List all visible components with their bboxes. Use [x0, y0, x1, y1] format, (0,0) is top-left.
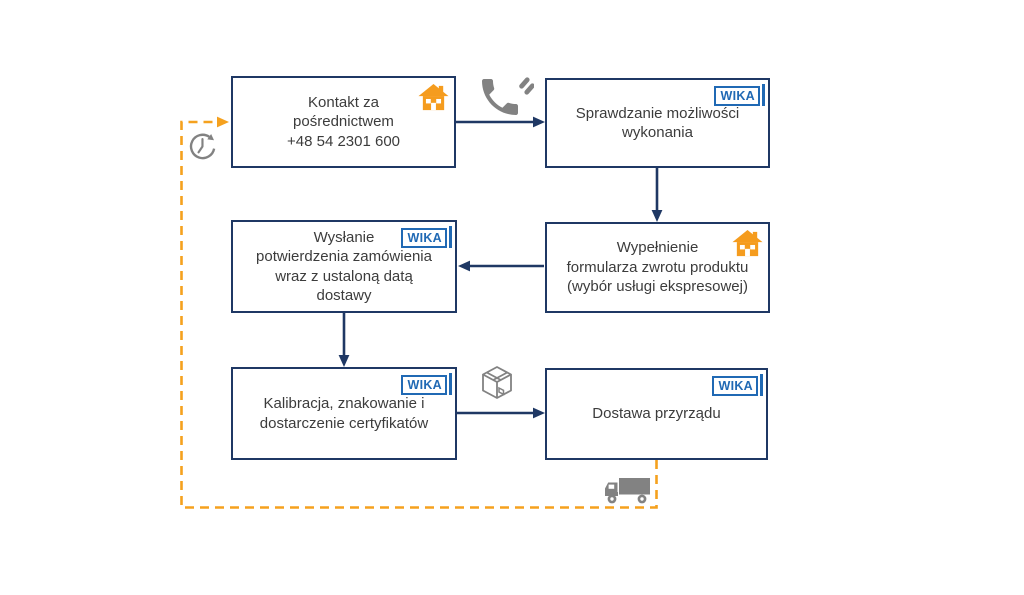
wika-logo-text: WIKA [712, 375, 758, 396]
house-icon [418, 83, 449, 111]
flow-box-contact: Kontakt za pośrednictwem +48 54 2301 600 [231, 76, 456, 168]
flow-box-label: Dostawa przyrządu [592, 405, 721, 423]
flow-box-calibration: Kalibracja, znakowanie i dostarczenie ce… [231, 367, 457, 460]
phone-icon [482, 77, 534, 115]
flow-box-label: Wysłanie potwierdzenia zamówienia wraz z… [256, 228, 432, 305]
wika-logo-bar [448, 226, 452, 248]
flow-box-label: Kalibracja, znakowanie i dostarczenie ce… [259, 395, 429, 432]
package-icon [482, 366, 512, 399]
wika-logo-bar [761, 84, 765, 106]
arrowhead-left-icon [458, 260, 470, 272]
flow-box-delivery: Dostawa przyrządu WIKA [545, 368, 768, 460]
flow-box-label: Sprawdzanie możliwości wykonania [575, 104, 740, 142]
flow-box-return-form: Wypełnienie formularza zwrotu produktu (… [545, 222, 770, 313]
wika-logo-bar [759, 374, 763, 396]
arrowhead-right-icon [533, 116, 545, 128]
wika-logo: WIKA [712, 374, 763, 396]
truck-icon [605, 478, 650, 504]
wika-logo-text: WIKA [401, 374, 447, 395]
arrowhead-right-icon [533, 407, 545, 419]
house-icon [732, 229, 763, 257]
flow-box-confirmation: Wysłanie potwierdzenia zamówienia wraz z… [231, 220, 457, 313]
flow-box-label: Kontakt za pośrednictwem +48 54 2301 600 [286, 93, 401, 150]
feedback-loop-path [180, 120, 658, 509]
wika-logo: WIKA [714, 84, 765, 106]
arrowhead-down-icon [338, 355, 350, 367]
clock-icon [189, 133, 216, 160]
wika-logo-text: WIKA [401, 227, 447, 248]
arrowhead-down-icon [651, 210, 663, 222]
wika-logo-text: WIKA [714, 85, 760, 106]
flow-box-label: Wypełnienie formularza zwrotu produktu (… [566, 239, 749, 296]
flow-box-feasibility: Sprawdzanie możliwości wykonania WIKA [545, 78, 770, 168]
wika-logo-bar [448, 373, 452, 395]
wika-logo: WIKA [401, 226, 452, 248]
wika-logo: WIKA [401, 373, 452, 395]
arrowhead-right-icon [217, 116, 229, 128]
